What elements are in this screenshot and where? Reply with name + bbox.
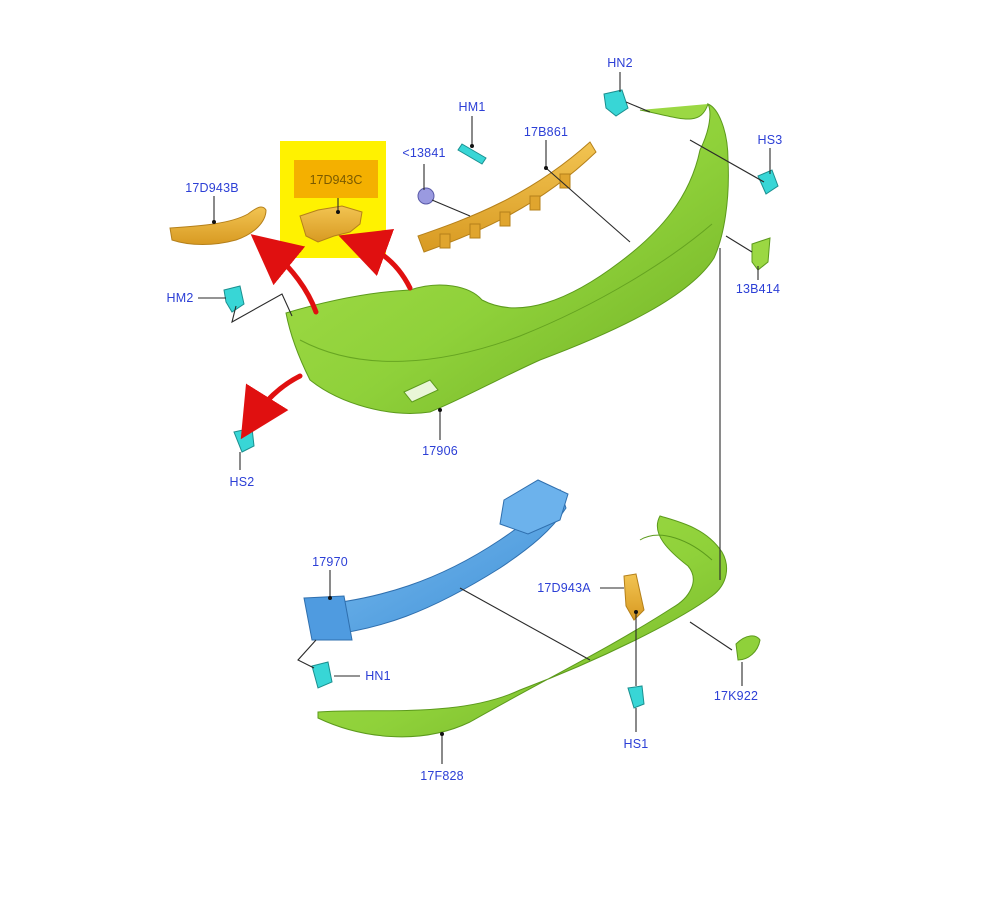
bracket-17d943a[interactable] — [623, 573, 645, 621]
part-17k922[interactable] — [735, 635, 761, 661]
arrow-to-17d943b — [250, 234, 319, 315]
label-hm2[interactable]: HM2 — [167, 291, 194, 305]
highlight-box-17d943c: 17D943C — [280, 141, 386, 258]
label-hs3[interactable]: HS3 — [758, 133, 783, 147]
fastener-hn2[interactable] — [603, 89, 629, 117]
label-17906[interactable]: 17906 — [422, 444, 458, 458]
fastener-hs2[interactable] — [233, 427, 255, 453]
label-13841[interactable]: <13841 — [402, 146, 445, 160]
callout-labels: HN2 HM1 HS3 17B861 <13841 17D943B HM2 13… — [167, 56, 783, 783]
label-13b414[interactable]: 13B414 — [736, 282, 780, 296]
label-17d943b[interactable]: 17D943B — [185, 181, 239, 195]
label-17d943c[interactable]: 17D943C — [310, 173, 363, 187]
bracket-13b414[interactable] — [751, 237, 771, 271]
fastener-13841[interactable] — [417, 187, 435, 205]
fastener-hs1[interactable] — [627, 685, 645, 709]
label-hn2[interactable]: HN2 — [607, 56, 633, 70]
bumper-cover-17906[interactable] — [285, 103, 729, 414]
arrow-to-17d943c — [338, 229, 413, 291]
fastener-hm2[interactable] — [223, 285, 245, 313]
bracket-17d943c[interactable] — [299, 205, 363, 243]
absorber-17b861[interactable] — [417, 141, 597, 253]
label-hm1[interactable]: HM1 — [459, 100, 486, 114]
fastener-hm1[interactable] — [457, 143, 487, 165]
leader-lines — [198, 72, 771, 764]
label-17970[interactable]: 17970 — [312, 555, 348, 569]
bracket-17d943b[interactable] — [169, 206, 267, 245]
fastener-hn1[interactable] — [311, 661, 333, 689]
beam-17970[interactable] — [303, 479, 569, 641]
label-hn1[interactable]: HN1 — [365, 669, 391, 683]
label-17b861[interactable]: 17B861 — [524, 125, 568, 139]
red-arrows — [240, 229, 413, 440]
label-17f828[interactable]: 17F828 — [420, 769, 464, 783]
label-17d943a[interactable]: 17D943A — [537, 581, 591, 595]
arrow-to-hs2 — [240, 373, 303, 440]
label-hs1[interactable]: HS1 — [624, 737, 649, 751]
label-hs2[interactable]: HS2 — [230, 475, 255, 489]
fastener-hs3[interactable] — [757, 169, 779, 195]
label-17k922[interactable]: 17K922 — [714, 689, 758, 703]
valance-17f828[interactable] — [317, 515, 728, 738]
